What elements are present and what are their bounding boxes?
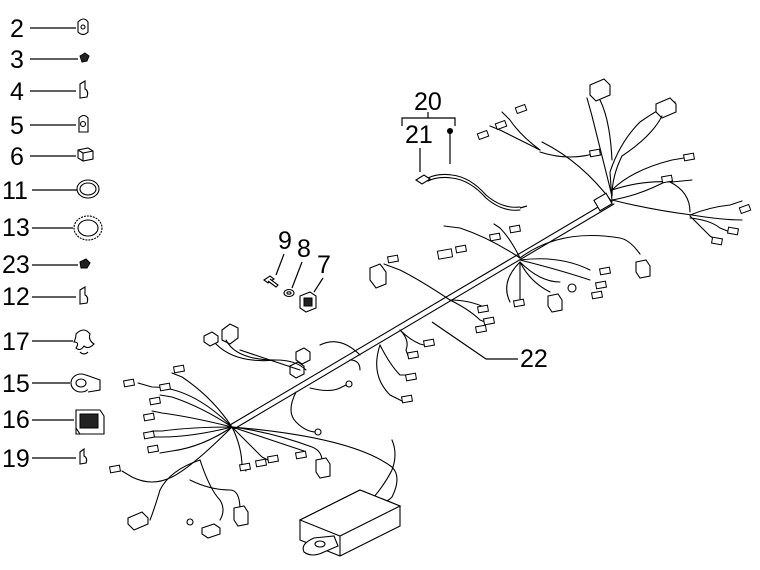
bolt-9 <box>263 275 279 288</box>
part-row-15: 15 <box>2 370 101 398</box>
part-number: 13 <box>2 214 30 242</box>
clamp-icon <box>78 114 89 133</box>
part-number: 11 <box>2 177 28 205</box>
callout-20: 20 <box>414 88 442 116</box>
holder-clip-icon <box>75 409 105 435</box>
left-branches <box>108 364 398 539</box>
callout-9: 9 <box>278 227 292 255</box>
middle-branches <box>369 223 651 334</box>
small-clip-icon <box>79 52 90 63</box>
part-row-4: 4 <box>10 78 89 106</box>
large-cable-tie-icon <box>73 215 103 241</box>
part-row-5: 5 <box>10 112 89 140</box>
clip-icon <box>77 18 89 36</box>
part-row-12: 12 <box>2 283 89 311</box>
part-number: 16 <box>2 406 30 434</box>
bracket-clip-icon <box>79 286 89 305</box>
part-number: 12 <box>2 283 30 311</box>
callout-21: 21 <box>405 121 433 149</box>
top-right-branches <box>476 78 752 246</box>
washer-8 <box>283 288 295 298</box>
part-number: 3 <box>10 46 24 74</box>
part-row-13: 13 <box>2 214 103 242</box>
part-row-11: 11 <box>2 177 100 205</box>
clip-7 <box>299 291 317 313</box>
part-number: 4 <box>10 78 24 106</box>
part-number: 19 <box>2 445 30 473</box>
part-row-16: 16 <box>2 406 105 435</box>
callout-8: 8 <box>297 235 311 263</box>
parts-list: 2 3 4 5 <box>2 15 105 473</box>
callout-22: 22 <box>520 345 548 373</box>
callout-7: 7 <box>317 251 331 279</box>
part-number: 17 <box>2 328 30 356</box>
callouts: 20 21 9 8 7 22 <box>275 88 548 373</box>
part-row-17: 17 <box>2 328 95 356</box>
part-number: 15 <box>2 370 30 398</box>
block-clip-icon <box>77 147 94 162</box>
lower-middle-branches <box>203 323 436 436</box>
spring-clip-icon <box>73 329 95 355</box>
bracket-clip-icon <box>79 80 89 99</box>
part-row-19: 19 <box>2 445 88 473</box>
small-bracket-icon <box>79 447 88 465</box>
part-row-6: 6 <box>10 143 94 171</box>
part-row-2: 2 <box>10 15 89 43</box>
part-number: 23 <box>2 251 30 279</box>
marker-dot <box>447 128 453 134</box>
part-row-23: 23 <box>2 251 91 279</box>
cable-tie-icon <box>76 179 100 199</box>
ground-cable <box>414 173 528 211</box>
part-number: 5 <box>10 112 24 140</box>
p-clamp-icon <box>70 373 101 393</box>
harness-trunk <box>229 97 743 430</box>
part-number: 6 <box>10 143 24 171</box>
part-row-3: 3 <box>10 46 90 74</box>
control-unit <box>298 439 402 557</box>
push-clip-icon <box>79 258 91 269</box>
part-number: 2 <box>10 15 24 43</box>
